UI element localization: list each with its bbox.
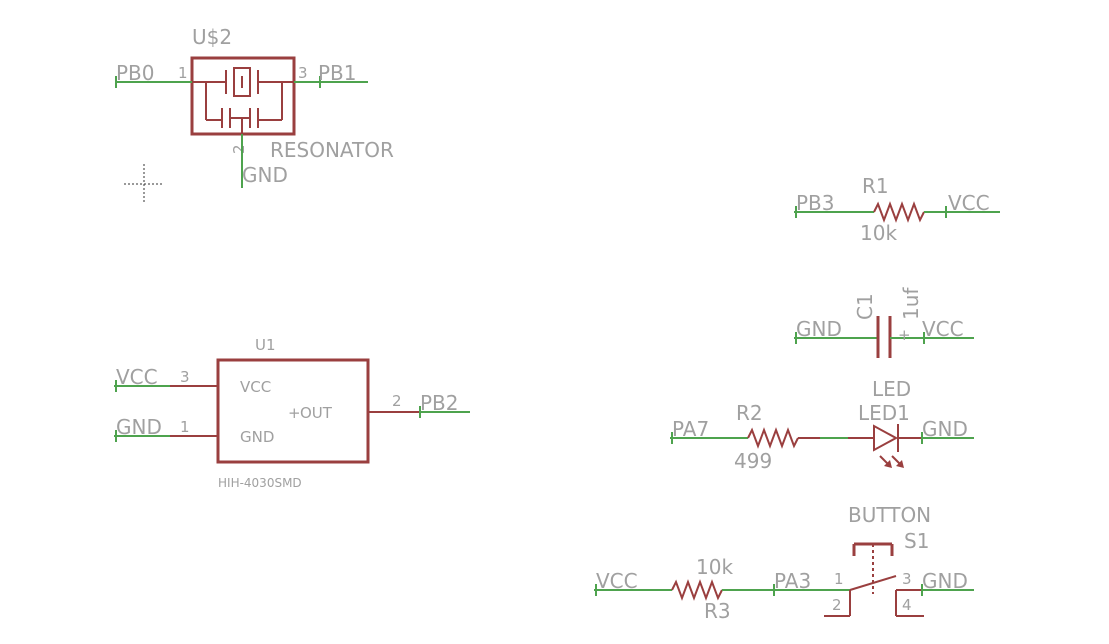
- net-label-vcc-u1: VCC: [116, 365, 158, 389]
- net-label-gnd-u1: GND: [116, 415, 162, 439]
- r3-value: 10k: [696, 555, 733, 579]
- net-label-pb2: PB2: [420, 391, 459, 415]
- u1-pin-gnd-label: GND: [240, 428, 274, 446]
- resonator-part[interactable]: U$2 1 3 2 RESONATOR: [178, 25, 394, 162]
- svg-text:+: +: [288, 404, 301, 422]
- led-chain[interactable]: R2 499 LED LED1: [670, 377, 974, 473]
- r1-resistor[interactable]: R1 10k: [794, 174, 1000, 245]
- crosshair-cursor-icon: [124, 164, 164, 204]
- button-value: BUTTON: [848, 503, 931, 527]
- u1-pin-out-label: OUT: [300, 404, 333, 422]
- c1-ref: C1: [853, 293, 877, 320]
- r2-value: 499: [734, 449, 772, 473]
- resonator-wires: [115, 76, 368, 188]
- net-label-pa7: PA7: [672, 417, 709, 441]
- u1-wires: [114, 380, 470, 442]
- resonator-ref: U$2: [192, 25, 232, 49]
- net-label-pb3: PB3: [796, 191, 835, 215]
- led-value: LED: [872, 377, 911, 401]
- button-ref: S1: [904, 529, 929, 553]
- net-label-gnd-c1: GND: [796, 317, 842, 341]
- u1-pin-vcc-label: VCC: [240, 378, 271, 396]
- net-label-vcc-c1: VCC: [922, 317, 964, 341]
- resonator-pin-2: 2: [230, 144, 248, 154]
- net-label-vcc-button: VCC: [596, 569, 638, 593]
- led-ref: LED1: [858, 401, 910, 425]
- button-pin-4: 4: [902, 596, 912, 614]
- button-pin-1: 1: [834, 570, 844, 588]
- resonator-value: RESONATOR: [270, 138, 394, 162]
- u1-ref: U1: [255, 336, 276, 354]
- u1-value: HIH-4030SMD: [218, 476, 302, 490]
- button-chain[interactable]: 10k R3 BUTTON S1 1 2 3 4: [594, 503, 974, 623]
- net-label-pa3: PA3: [774, 569, 811, 593]
- resonator-pin-3: 3: [298, 64, 308, 82]
- net-label-pb0: PB0: [116, 61, 155, 85]
- r1-value: 10k: [860, 221, 897, 245]
- net-label-pb1: PB1: [318, 61, 357, 85]
- r2-ref: R2: [736, 401, 763, 425]
- r3-ref: R3: [704, 599, 731, 623]
- led-diode-icon: [873, 424, 899, 452]
- u1-sensor-part[interactable]: U1 VCC GND + OUT 3 1 2 HIH-4030SMD: [170, 336, 420, 490]
- net-label-vcc-r1: VCC: [948, 191, 990, 215]
- net-label-gnd-resonator: GND: [242, 163, 288, 187]
- r1-ref: R1: [862, 174, 889, 198]
- u1-pin-3: 3: [180, 368, 190, 386]
- net-label-gnd-led: GND: [922, 417, 968, 441]
- button-pin-3: 3: [902, 570, 912, 588]
- c1-value: 1uf: [899, 287, 923, 320]
- u1-pin-2: 2: [392, 392, 402, 410]
- u1-pin-1: 1: [180, 418, 190, 436]
- pushbutton-switch-icon: [824, 542, 924, 617]
- led-emission-arrows-icon: [879, 455, 904, 468]
- c1-capacitor[interactable]: C1 1uf +: [794, 287, 974, 358]
- svg-text:+: +: [898, 326, 911, 344]
- resonator-pin-1: 1: [178, 64, 188, 82]
- net-label-gnd-button: GND: [922, 569, 968, 593]
- button-pin-2: 2: [832, 596, 842, 614]
